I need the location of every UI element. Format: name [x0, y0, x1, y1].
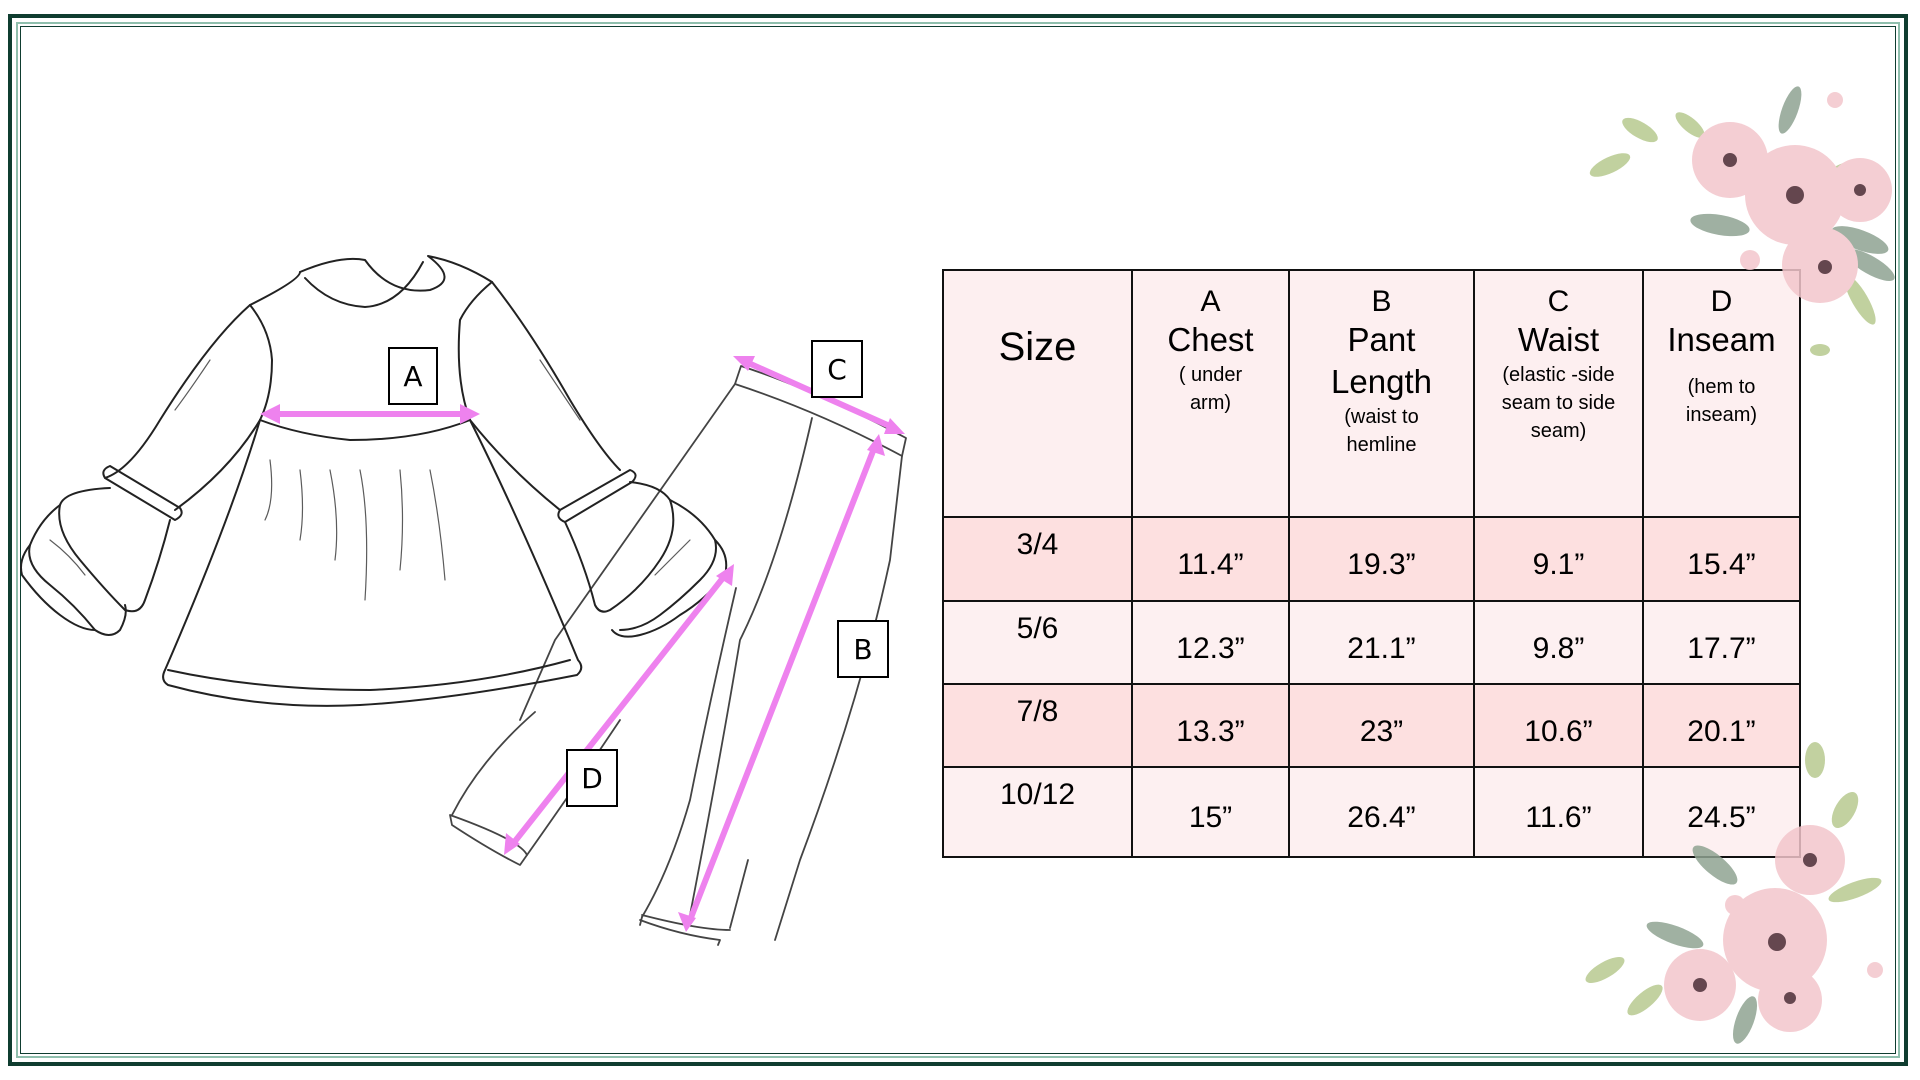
table-header-row: Size A Chest ( under arm) B Pant Length … — [942, 269, 1801, 518]
callout-a: A — [388, 347, 438, 405]
value-cell: 11.6” — [1473, 766, 1644, 858]
garment-illustration — [20, 255, 907, 946]
value-cell: 13.3” — [1131, 683, 1290, 768]
size-chart-table: Size A Chest ( under arm) B Pant Length … — [942, 269, 1801, 858]
measurement-arrows — [260, 356, 905, 932]
value-cell: 15.4” — [1642, 516, 1801, 602]
size-cell: 3/4 — [942, 516, 1133, 602]
table-row: 7/8 13.3” 23” 10.6” 20.1” — [942, 683, 1801, 768]
callout-b: B — [837, 620, 889, 678]
page-frame — [8, 14, 1908, 1066]
value-cell: 12.3” — [1131, 600, 1290, 685]
table-row: 5/6 12.3” 21.1” 9.8” 17.7” — [942, 600, 1801, 685]
value-cell: 23” — [1288, 683, 1475, 768]
callout-d: D — [566, 749, 618, 807]
column-header-waist: C Waist (elastic -side seam to side seam… — [1473, 269, 1644, 518]
value-cell: 15” — [1131, 766, 1290, 858]
value-cell: 9.1” — [1473, 516, 1644, 602]
size-cell: 5/6 — [942, 600, 1133, 685]
value-cell: 9.8” — [1473, 600, 1644, 685]
value-cell: 24.5” — [1642, 766, 1801, 858]
table-row: 3/4 11.4” 19.3” 9.1” 15.4” — [942, 516, 1801, 602]
value-cell: 19.3” — [1288, 516, 1475, 602]
floral-decoration-top-icon — [1589, 86, 1895, 356]
value-cell: 26.4” — [1288, 766, 1475, 858]
size-header: Size — [942, 269, 1133, 518]
floral-decoration-bottom-icon — [1585, 742, 1883, 1044]
top-drawing — [20, 255, 728, 707]
value-cell: 21.1” — [1288, 600, 1475, 685]
value-cell: 20.1” — [1642, 683, 1801, 768]
column-header-inseam: D Inseam (hem to inseam) — [1642, 269, 1801, 518]
column-header-pant-length: B Pant Length (waist to hemline — [1288, 269, 1475, 518]
value-cell: 11.4” — [1131, 516, 1290, 602]
size-cell: 7/8 — [942, 683, 1133, 768]
table-row: 10/12 15” 26.4” 11.6” 24.5” — [942, 766, 1801, 858]
size-cell: 10/12 — [942, 766, 1133, 858]
value-cell: 10.6” — [1473, 683, 1644, 768]
value-cell: 17.7” — [1642, 600, 1801, 685]
callout-c: C — [811, 340, 863, 398]
column-header-chest: A Chest ( under arm) — [1131, 269, 1290, 518]
